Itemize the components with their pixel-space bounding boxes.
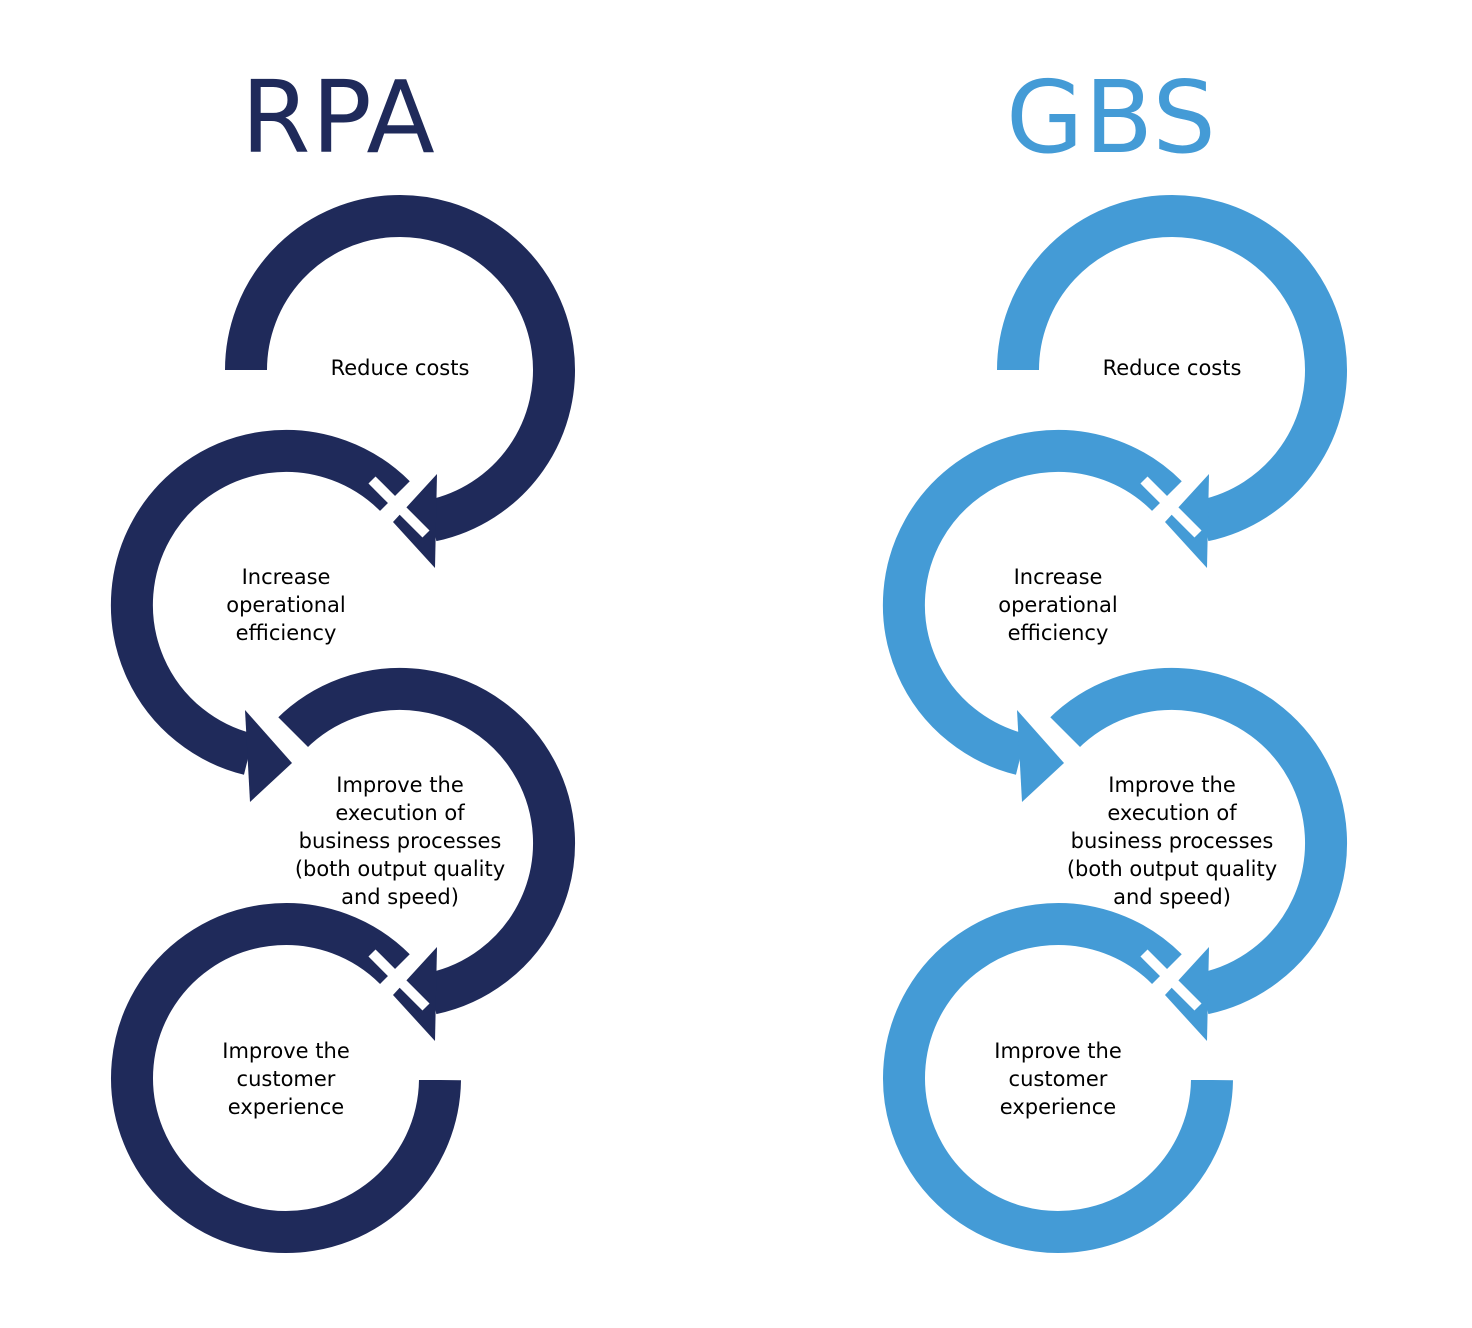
gbs-cycle-diagram [882,194,1347,1253]
circular-arrow-icon [997,194,1347,542]
rpa-title: RPA [241,59,436,176]
rpa-cycle-diagram [110,194,575,1253]
step-operational-efficiency: Increase operational efficiency [226,565,346,645]
step-customer-experience: Improve the customer experience [222,1039,350,1119]
circular-arrow-icon [110,429,410,775]
gbs-panel: GBS Reduce costs Increase operational ef… [772,0,1472,1328]
gbs-title: GBS [1006,59,1217,176]
arrowhead-icon [245,710,292,802]
step-business-processes: Improve the execution of business proces… [1066,773,1278,909]
rpa-panel: RPA Reduce costs Increase operational ef… [110,59,575,1253]
circular-arrow-icon [225,194,575,542]
step-customer-experience: Improve the customer experience [994,1039,1122,1119]
step-operational-efficiency: Increase operational efficiency [998,565,1118,645]
circular-arrow-icon [1048,667,1347,1015]
circular-arrow-icon [111,903,461,1253]
step-reduce-costs: Reduce costs [1102,356,1242,380]
step-business-processes: Improve the execution of business proces… [294,773,506,909]
circular-arrow-icon [882,429,1182,775]
circular-arrow-icon [883,903,1233,1253]
arrowhead-icon [1017,710,1064,802]
circular-arrow-icon [276,667,575,1015]
step-reduce-costs: Reduce costs [330,356,470,380]
